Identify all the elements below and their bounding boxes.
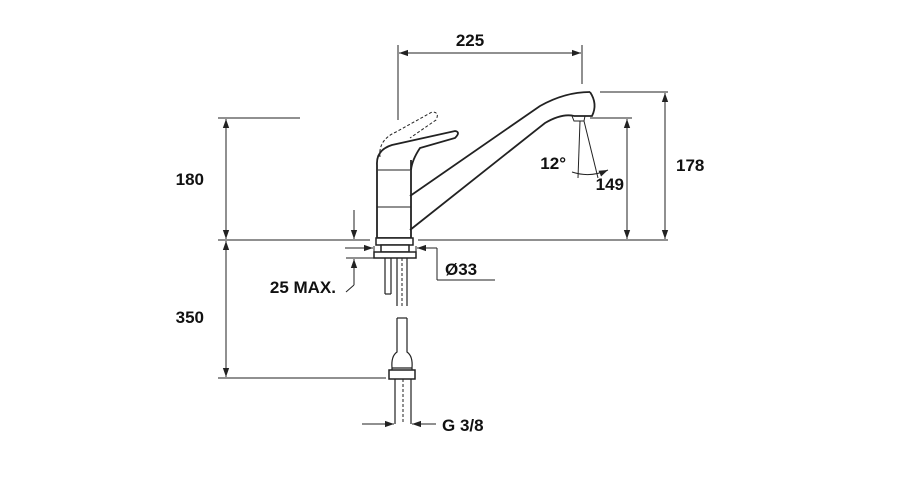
- dim-body-height: 180: [176, 170, 204, 189]
- dim-base-diameter: Ø33: [445, 260, 477, 279]
- dim-max-thickness: 25 MAX.: [270, 278, 336, 297]
- dim-spout-reach: 225: [456, 31, 484, 50]
- dim-total-height: 178: [676, 156, 704, 175]
- dim-spout-angle: 12°: [540, 154, 566, 173]
- dim-thread: G 3/8: [442, 416, 484, 435]
- dim-hose-length: 350: [176, 308, 204, 327]
- faucet-body: [373, 91, 596, 424]
- dim-outlet-height: 149: [596, 175, 624, 194]
- dimension-lines: [218, 45, 669, 428]
